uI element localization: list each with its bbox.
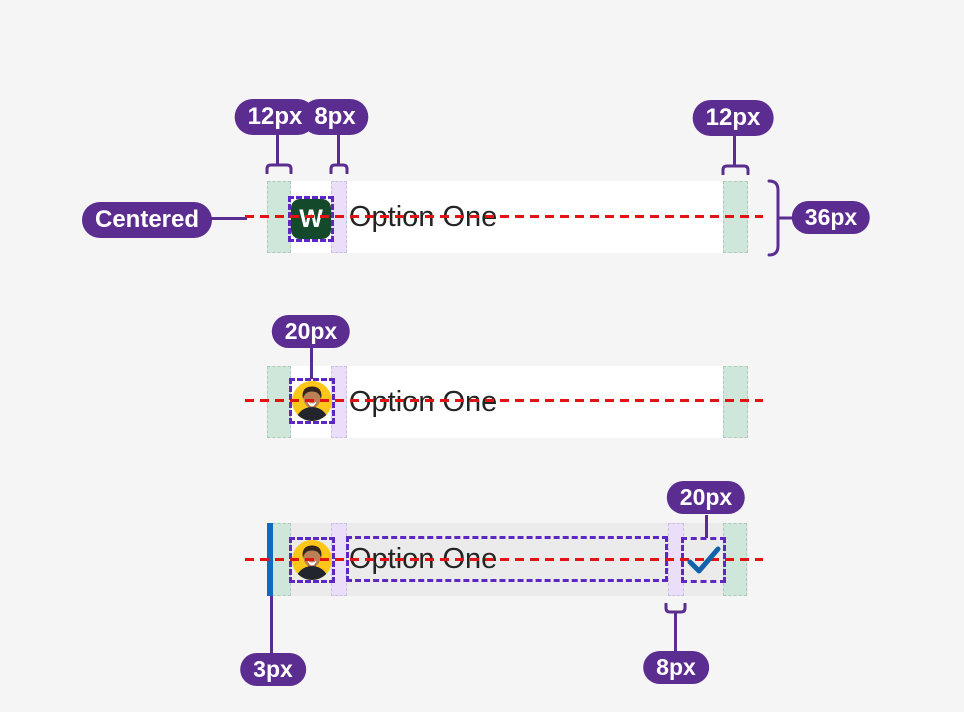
word-icon: W [291, 199, 331, 239]
center-guide-line [245, 558, 763, 561]
span-bracket [664, 603, 687, 614]
center-guide-line [245, 399, 763, 402]
annotation-line [310, 348, 313, 379]
measurement-pill-row-height: 36px [791, 201, 871, 234]
centered-callout-line [211, 217, 247, 220]
annotation-line [705, 515, 708, 538]
span-bracket [265, 163, 293, 174]
option-label: Option One [349, 385, 498, 418]
annotation-line [674, 611, 677, 652]
checkmark-icon [687, 546, 721, 581]
annotation-line [276, 133, 279, 165]
right-padding-highlight [723, 366, 748, 438]
center-guide-line [245, 215, 763, 218]
annotation-line [337, 133, 340, 165]
measurement-pill-icon-gap: 8px [301, 99, 369, 135]
menu-option-row-3-selected[interactable]: Option One [267, 523, 748, 596]
span-bracket [329, 163, 349, 174]
span-bracket [721, 164, 750, 175]
measurement-pill-left-padding: 12px [234, 99, 316, 135]
measurement-pill-centered: Centered [81, 202, 213, 238]
height-brace [767, 179, 796, 257]
measurement-pill-check-gap: 8px [643, 651, 709, 684]
measurement-pill-check-size: 20px [666, 481, 746, 514]
annotation-line [270, 596, 273, 654]
measurement-pill-indicator-width: 3px [240, 653, 306, 686]
left-padding-highlight [267, 366, 291, 438]
annotation-line [733, 129, 736, 165]
icon-measure-box [288, 196, 334, 242]
word-icon-letter: W [299, 204, 323, 233]
measurement-pill-right-padding: 12px [692, 100, 774, 136]
menu-option-row-2[interactable]: Option One [267, 366, 748, 438]
measurement-pill-avatar-size: 20px [271, 315, 351, 348]
